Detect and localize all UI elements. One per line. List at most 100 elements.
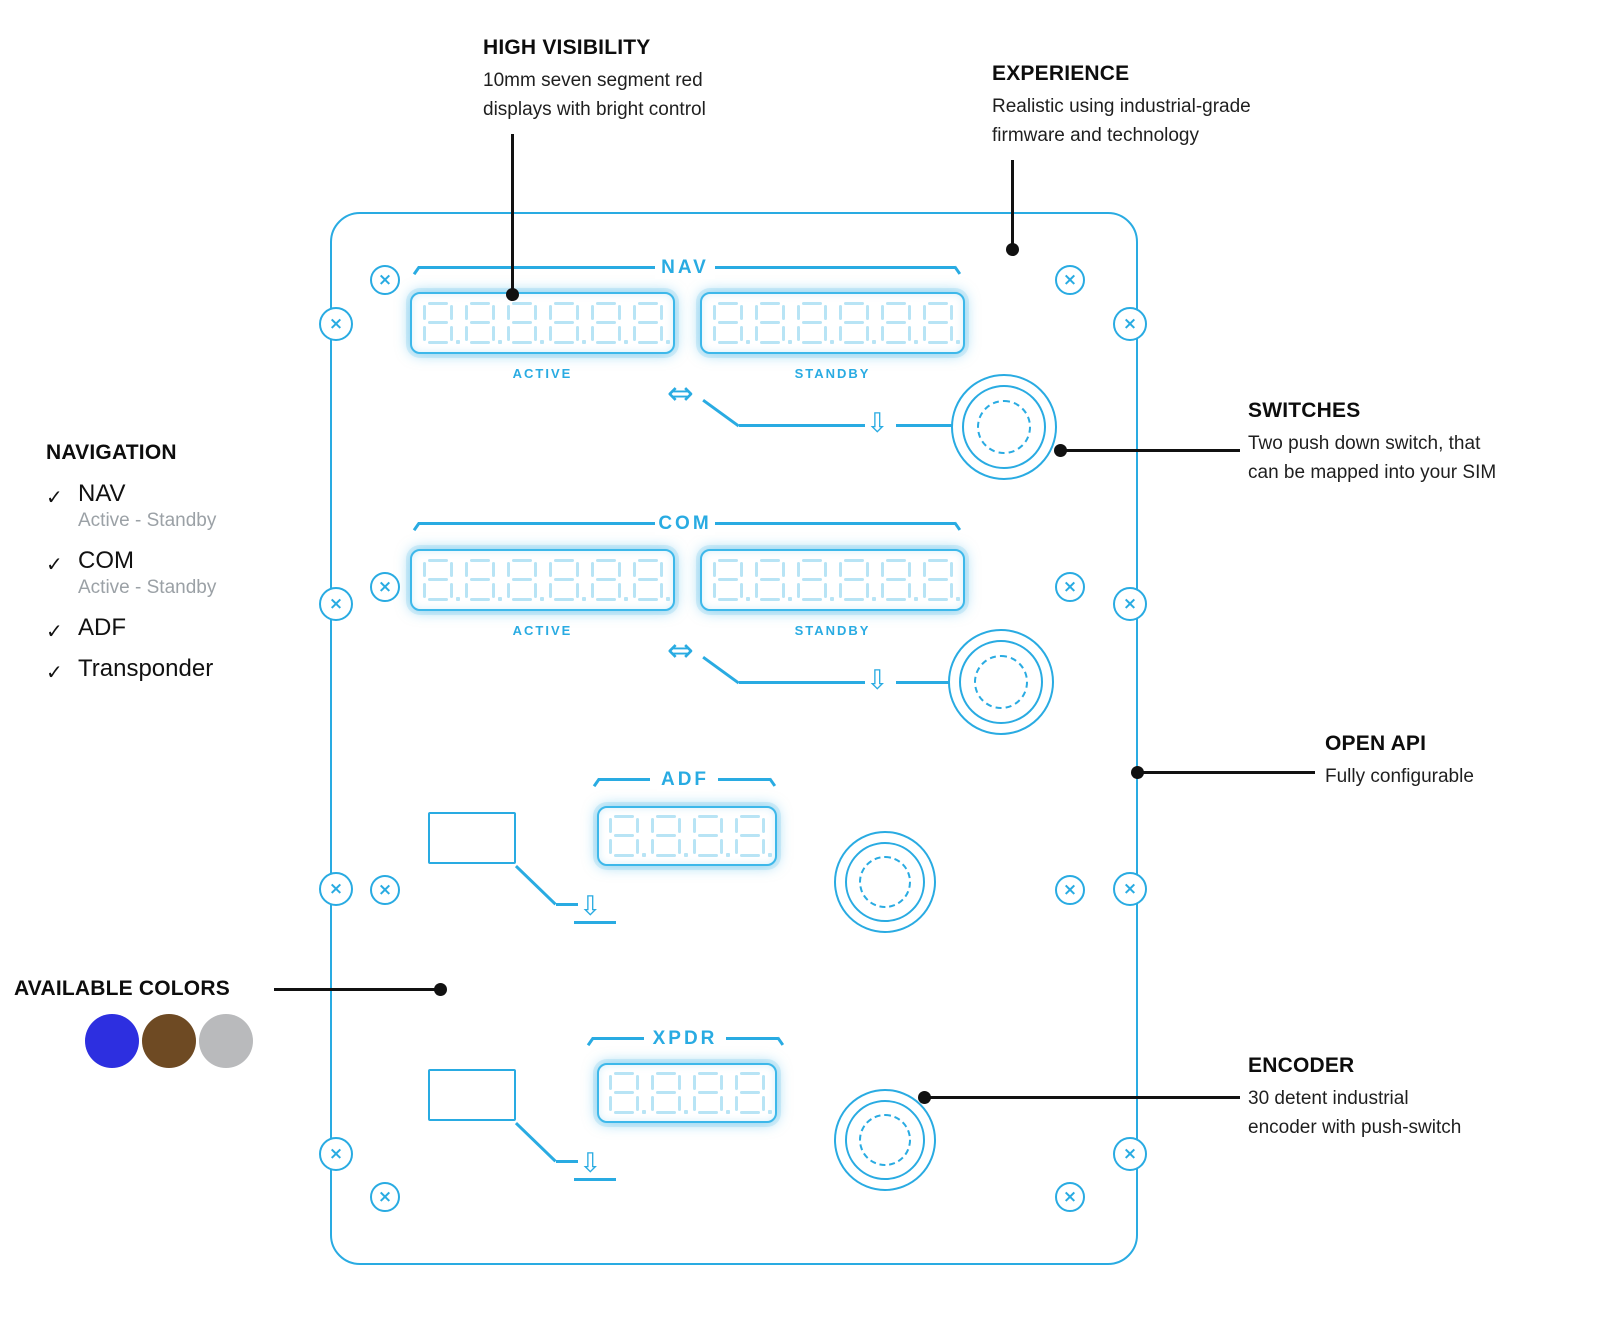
check-icon: ✓: [46, 485, 63, 509]
swap-arrow-icon[interactable]: ⇔: [667, 374, 694, 412]
seven-segment-digit: [548, 302, 586, 344]
seven-segment-digit: [609, 1072, 646, 1114]
screw-icon: ×: [319, 872, 353, 906]
seven-segment-digit: [651, 1072, 688, 1114]
screw-icon: ×: [1113, 587, 1147, 621]
nav-active-display: [410, 292, 675, 354]
xpdr-mode-button[interactable]: [428, 1069, 516, 1121]
seven-segment-digit: [754, 559, 792, 601]
adf-mode-button[interactable]: [428, 812, 516, 864]
seven-segment-digit: [838, 302, 876, 344]
nav-standby-label: STANDBY: [794, 366, 871, 381]
switches-title: SWITCHES: [1248, 399, 1361, 422]
high-visibility-line1: 10mm seven segment red: [483, 70, 703, 91]
adf-encoder-knob[interactable]: [834, 831, 936, 933]
seven-segment-digit: [632, 302, 670, 344]
com-encoder-knob[interactable]: [948, 629, 1054, 735]
com-active-display: [410, 549, 675, 611]
seven-segment-digit: [880, 302, 918, 344]
experience-title: EXPERIENCE: [992, 62, 1130, 85]
adf-section-title: ADF: [657, 769, 713, 791]
experience-connector-dot: [1006, 243, 1019, 256]
xpdr-encoder-knob[interactable]: [834, 1089, 936, 1191]
seven-segment-digit: [838, 559, 876, 601]
screw-x-glyph: ×: [1122, 1143, 1138, 1164]
xpdr-switch-underline: [574, 1178, 616, 1181]
screw-x-glyph: ×: [1122, 593, 1138, 614]
seven-segment-digit: [922, 302, 960, 344]
color-swatch-gray[interactable]: [199, 1014, 253, 1068]
com-header-line-left: [418, 522, 656, 525]
nav-encoder-inner: [977, 400, 1031, 454]
screw-icon: ×: [1113, 307, 1147, 341]
push-down-arrow-icon[interactable]: ⇩: [579, 891, 602, 922]
screw-icon: ×: [319, 587, 353, 621]
switches-line1: Two push down switch, that: [1248, 433, 1481, 454]
screw-x-glyph: ×: [377, 576, 393, 597]
screw-icon: ×: [370, 875, 400, 905]
xpdr-switch-line: [556, 1160, 578, 1163]
high-visibility-connector-dot: [506, 288, 519, 301]
check-icon: ✓: [46, 660, 63, 684]
seven-segment-digit: [464, 559, 502, 601]
adf-header-line-right: [718, 778, 770, 781]
seven-segment-digit: [693, 815, 730, 857]
nav-header-line-right: [714, 266, 955, 269]
screw-icon: ×: [1055, 265, 1085, 295]
push-down-arrow-icon[interactable]: ⇩: [866, 665, 889, 696]
screw-icon: ×: [1055, 572, 1085, 602]
seven-segment-digit: [712, 302, 750, 344]
seven-segment-digit: [422, 302, 460, 344]
screw-x-glyph: ×: [377, 269, 393, 290]
xpdr-header-line-left: [592, 1037, 644, 1040]
seven-segment-digit: [506, 559, 544, 601]
push-down-arrow-icon[interactable]: ⇩: [866, 408, 889, 439]
swap-arrow-icon[interactable]: ⇔: [667, 631, 694, 669]
color-swatch-blue[interactable]: [85, 1014, 139, 1068]
xpdr-encoder-inner: [859, 1114, 911, 1166]
switches-line2: can be mapped into your SIM: [1248, 462, 1497, 483]
high-visibility-title: HIGH VISIBILITY: [483, 36, 651, 59]
seven-segment-digit: [590, 559, 628, 601]
adf-encoder-ring: [845, 842, 925, 922]
nav-switch-line: [739, 424, 865, 427]
high-visibility-connector-line: [511, 134, 514, 292]
screw-icon: ×: [370, 265, 400, 295]
com-standby-label: STANDBY: [794, 623, 871, 638]
nav-encoder-knob[interactable]: [951, 374, 1057, 480]
open-api-connector-line: [1141, 771, 1315, 774]
seven-segment-digit: [506, 302, 544, 344]
screw-x-glyph: ×: [1062, 576, 1078, 597]
seven-segment-digit: [880, 559, 918, 601]
seven-segment-digit: [422, 559, 460, 601]
switches-connector-dot: [1054, 444, 1067, 457]
screw-icon: ×: [1113, 872, 1147, 906]
available-colors-connector-line: [274, 988, 436, 991]
push-down-arrow-icon[interactable]: ⇩: [579, 1148, 602, 1179]
encoder-line2: encoder with push-switch: [1248, 1117, 1462, 1138]
navigation-item-nav: NAV: [78, 480, 126, 507]
screw-x-glyph: ×: [328, 313, 344, 334]
adf-header-line-left: [598, 778, 650, 781]
encoder-title: ENCODER: [1248, 1054, 1355, 1077]
encoder-connector-line: [928, 1096, 1240, 1099]
screw-x-glyph: ×: [1062, 1186, 1078, 1207]
experience-connector-line: [1011, 160, 1014, 246]
screw-x-glyph: ×: [377, 879, 393, 900]
encoder-line1: 30 detent industrial: [1248, 1088, 1409, 1109]
adf-display: [597, 806, 777, 866]
com-active-label: ACTIVE: [512, 623, 573, 638]
seven-segment-digit: [609, 815, 646, 857]
color-swatch-brown[interactable]: [142, 1014, 196, 1068]
check-icon: ✓: [46, 619, 63, 643]
switches-connector-line: [1064, 449, 1240, 452]
experience-line1: Realistic using industrial-grade: [992, 96, 1251, 117]
com-header-line-right: [714, 522, 955, 525]
nav-section-title: NAV: [655, 257, 715, 279]
adf-switch-line: [556, 903, 578, 906]
check-icon: ✓: [46, 552, 63, 576]
seven-segment-digit: [754, 302, 792, 344]
open-api-title: OPEN API: [1325, 732, 1427, 755]
screw-icon: ×: [370, 1182, 400, 1212]
